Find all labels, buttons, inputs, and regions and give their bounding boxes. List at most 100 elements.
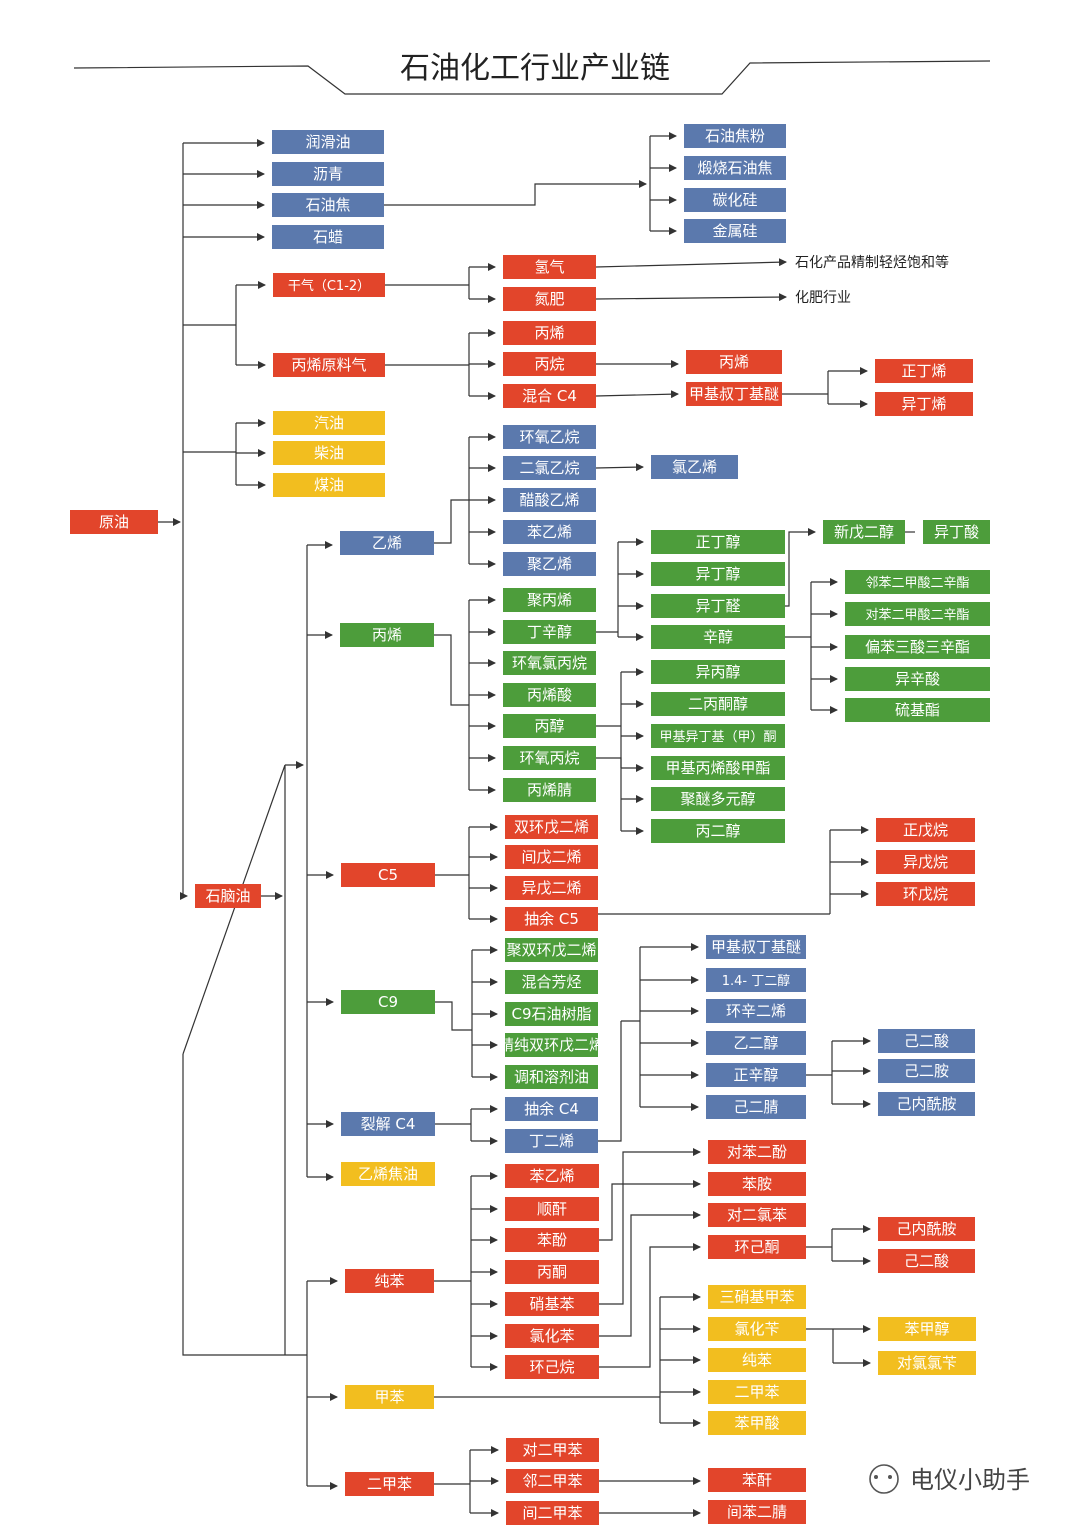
node-label-duierjiaben: 对二甲苯 <box>522 1441 582 1459</box>
node-box-jiaben <box>345 1385 434 1409</box>
node-box-yibingchun <box>651 660 785 684</box>
node-box-zhengxinchun <box>706 1063 806 1087</box>
node-yibingchun: 异丙醇 <box>651 660 785 684</box>
node-linben: 邻苯二甲酸二辛酯 <box>845 570 990 594</box>
node-box-pianben <box>845 635 990 659</box>
node-box-qiyou <box>273 411 385 435</box>
node-box-benjiasuan <box>708 1411 806 1435</box>
node-benyixi1: 苯乙烯 <box>503 520 596 544</box>
node-label-mtbe1: 甲基叔丁基醚 <box>689 385 779 403</box>
node-box-bingxi1 <box>503 321 596 345</box>
node-label-huanjiwan: 环己烷 <box>529 1358 574 1376</box>
node-label-benfen: 苯酚 <box>537 1231 567 1249</box>
connector-145 <box>599 1243 701 1368</box>
node-box-yierchun <box>706 1031 806 1055</box>
node-zhengdingchun: 正丁醇 <box>651 530 785 554</box>
node-yidingxi: 异丁烯 <box>875 392 973 416</box>
node-label-duilvlvbian: 对氯氯苄 <box>897 1354 957 1372</box>
node-label-zhengdingxi: 正丁烯 <box>901 362 946 380</box>
node-box-linben <box>845 570 990 594</box>
node-label-bdo: 1.4- 丁二醇 <box>722 973 791 989</box>
node-box-hunhefangting <box>505 970 598 994</box>
node-box-duiben <box>845 602 990 626</box>
node-box-shuanghuan <box>505 815 598 839</box>
node-box-xinwuerchun <box>823 520 905 544</box>
node-box-jumiduoyuanchun <box>651 787 785 811</box>
node-erjiaben1: 二甲苯 <box>708 1380 806 1404</box>
node-box-bingxi2 <box>686 350 782 374</box>
node-label-qiyou: 汽油 <box>314 414 344 432</box>
node-jushuanghuan: 聚双环戊二烯 <box>505 938 598 962</box>
node-c5: C5 <box>341 863 435 887</box>
node-label-chouyuc4: 抽余 C4 <box>524 1100 579 1118</box>
node-label-yuanyou: 原油 <box>99 513 129 531</box>
node-mtbe2: 甲基叔丁基醚 <box>706 935 806 959</box>
node-tanhuagui: 碳化硅 <box>684 188 786 212</box>
node-label-bingxiyuanliaoqi: 丙烯原料气 <box>291 356 366 374</box>
node-chouyuc4: 抽余 C4 <box>505 1097 598 1121</box>
node-box-xiaojiben <box>505 1292 599 1316</box>
node-box-benyixi2 <box>505 1164 599 1188</box>
node-bengan: 苯酐 <box>708 1468 806 1492</box>
node-label-dingxinchun: 丁辛醇 <box>527 623 572 641</box>
node-label-chunben1: 纯苯 <box>374 1272 404 1290</box>
node-box-benfen <box>505 1228 599 1252</box>
node-box-erlvyiwan <box>503 456 596 480</box>
node-label-mtbe2: 甲基叔丁基醚 <box>711 938 801 956</box>
node-label-juyixi: 聚乙烯 <box>527 555 572 573</box>
node-label-shiyoujiao: 石油焦 <box>305 196 350 214</box>
node-dingxinchun: 丁辛醇 <box>503 620 596 644</box>
node-shila: 石蜡 <box>272 225 384 249</box>
node-box-cusuanyixi <box>503 488 596 512</box>
node-mtbe1: 甲基叔丁基醚 <box>686 382 782 406</box>
node-label-jiersuan2: 己二酸 <box>904 1252 949 1270</box>
node-c9shuzhi: C9石油树脂 <box>505 1002 598 1026</box>
node-bingerchun: 丙二醇 <box>651 819 785 843</box>
title-banner: 石油化工行业产业链 <box>73 51 991 95</box>
node-box-jianerjiaben <box>506 1501 599 1525</box>
node-label-shinaoyou: 石脑油 <box>205 887 250 905</box>
node-box-bdo <box>706 968 806 992</box>
node-box-duibenerfen <box>708 1140 806 1164</box>
node-label-jushuanghuan: 聚双环戊二烯 <box>506 941 596 959</box>
node-erbingtongchun: 二丙酮醇 <box>651 692 785 716</box>
node-label-jianerjiaben: 间二甲苯 <box>522 1504 582 1522</box>
connector-63 <box>595 463 644 472</box>
node-huanxinerxi: 环辛二烯 <box>706 999 806 1023</box>
node-label-yiwuerxi: 异戊二烯 <box>521 879 581 897</box>
node-yuanyou: 原油 <box>70 510 158 534</box>
watermark-text: 电仪小助手 <box>910 1466 1030 1494</box>
node-label-xinwuerchun: 新戊二醇 <box>834 523 894 541</box>
node-chunben2: 纯苯 <box>708 1348 806 1372</box>
node-box-bingchun <box>503 714 596 738</box>
node-label-jianwuerxi: 间戊二烯 <box>521 848 581 866</box>
node-box-qingqi <box>503 255 596 279</box>
node-box-jieran <box>878 1059 975 1083</box>
node-box-yiwuwan <box>876 850 975 874</box>
node-lvhuaben: 氯化苯 <box>505 1324 599 1348</box>
node-label-jiaben: 甲苯 <box>374 1388 404 1406</box>
node-shinaoyou: 石脑油 <box>195 884 261 908</box>
node-label-yixi: 乙烯 <box>372 534 402 552</box>
node-lvyixi: 氯乙烯 <box>651 455 738 479</box>
node-box-shungan <box>505 1197 599 1221</box>
node-box-erjiaben2 <box>345 1472 434 1496</box>
node-jierjing: 己二腈 <box>706 1095 806 1119</box>
node-mibk: 甲基异丁基（甲）酮 <box>651 724 785 748</box>
node-label-chaiyou: 柴油 <box>314 444 344 462</box>
node-jianbenerjing: 间苯二腈 <box>708 1500 806 1524</box>
node-box-jubingxi <box>503 588 596 612</box>
node-erlvyiwan: 二氯乙烷 <box>503 456 596 480</box>
node-box-jiersuan1 <box>878 1029 975 1053</box>
node-tiaohe: 调和溶剂油 <box>505 1065 598 1089</box>
node-huanyanglvbingwan: 环氧氯丙烷 <box>503 651 596 675</box>
node-jingchun: 精纯双环戊二烯 <box>499 1033 604 1057</box>
node-label-yierchun: 乙二醇 <box>733 1034 778 1052</box>
node-label-bingerchun: 丙二醇 <box>695 822 740 840</box>
connector-27 <box>595 293 787 302</box>
node-box-lvhuabian <box>708 1317 806 1341</box>
node-shungan: 顺酐 <box>505 1197 599 1221</box>
node-label-yiwuwan: 异戊烷 <box>903 853 948 871</box>
node-box-c9 <box>341 990 435 1014</box>
node-label-jianbenerjing: 间苯二腈 <box>727 1503 787 1521</box>
